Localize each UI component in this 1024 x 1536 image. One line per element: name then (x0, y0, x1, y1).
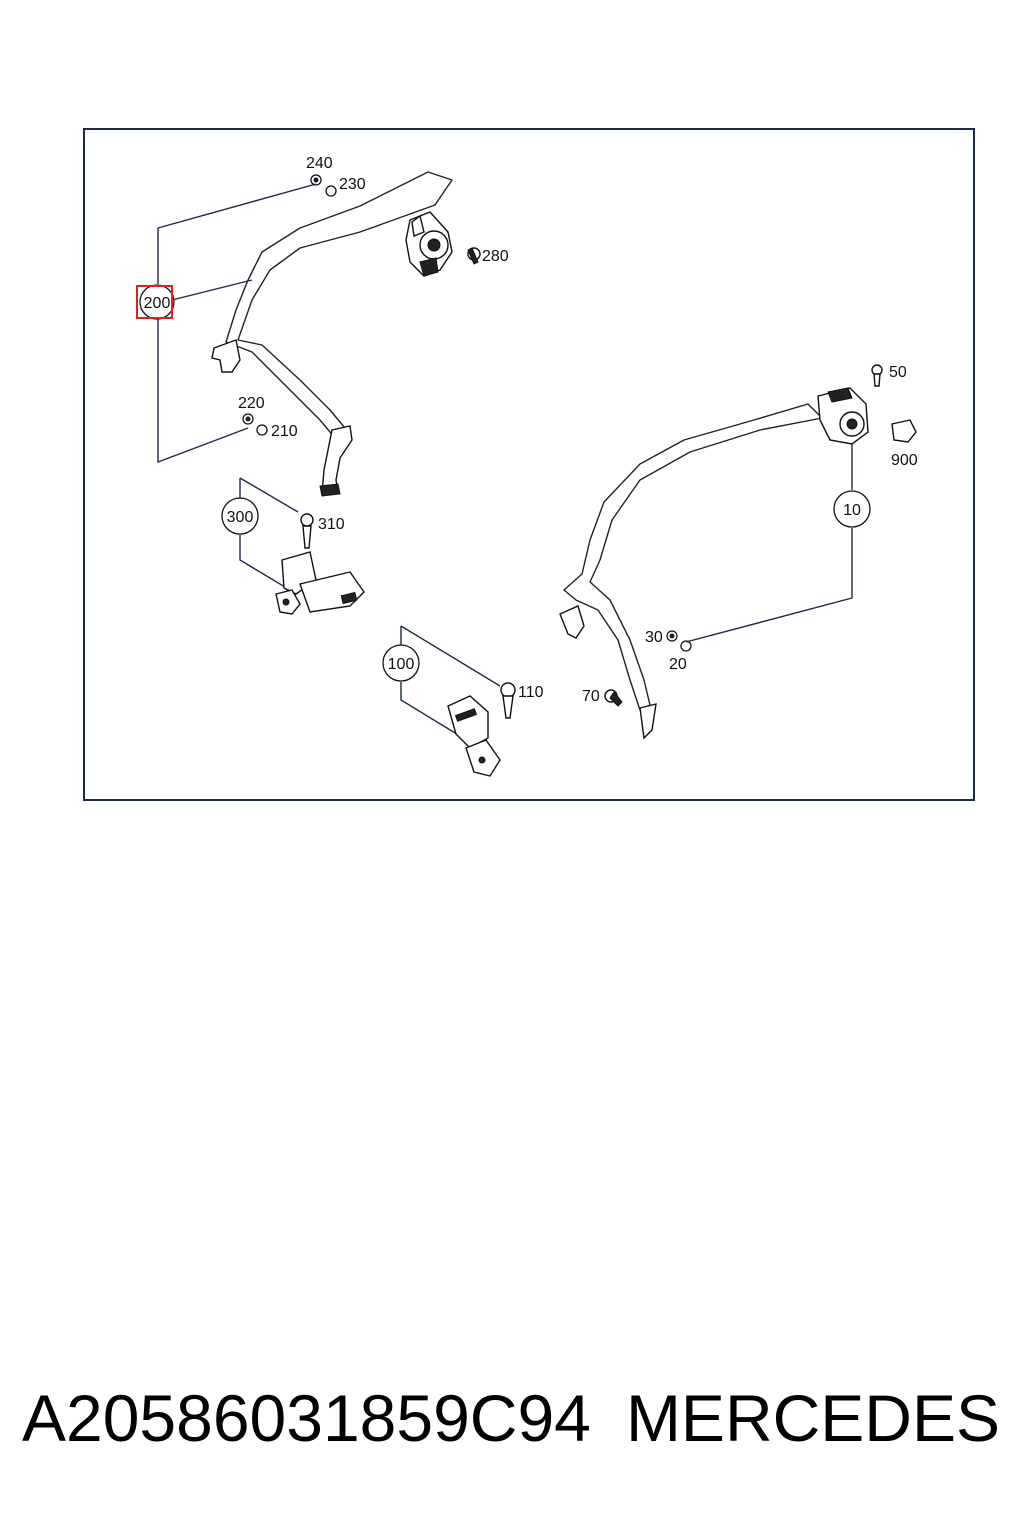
callout-100-label: 100 (388, 656, 415, 673)
right-seat-belt-assembly (559, 364, 917, 740)
label-900: 900 (891, 452, 918, 469)
right-lower-guide (559, 605, 585, 639)
part-number: A20586031859C94 (22, 1381, 591, 1455)
label-70: 70 (582, 688, 600, 705)
callout-300: 300 (221, 497, 259, 535)
right-belt-end (639, 703, 657, 740)
bolt-310 (300, 513, 314, 549)
label-50: 50 (889, 364, 907, 381)
bracket-10 (685, 444, 853, 643)
callout-300-label: 300 (227, 509, 254, 526)
connector-900 (891, 419, 917, 443)
label-230: 230 (339, 176, 366, 193)
label-220: 220 (238, 395, 265, 412)
bracket-100 (400, 625, 501, 737)
bolt-110 (500, 682, 516, 719)
buckle-100-body (447, 695, 489, 749)
bolt-50 (871, 364, 883, 387)
left-retractor (405, 211, 453, 277)
callout-200: 200 (136, 284, 175, 320)
label-280: 280 (482, 248, 509, 265)
left-seat-belt-assembly (157, 171, 481, 497)
callout-100: 100 (382, 644, 420, 682)
bolt-280 (467, 247, 481, 265)
bracket-200 (157, 183, 317, 464)
washer-230 (325, 185, 337, 197)
callout-10-label: 10 (843, 502, 861, 519)
washer-210 (256, 424, 268, 436)
label-210: 210 (271, 423, 298, 440)
brand-name: MERCEDES (625, 1381, 1000, 1455)
label-110: 110 (518, 684, 544, 701)
callout-10: 10 (833, 490, 871, 528)
right-belt-webbing (563, 403, 823, 711)
right-retractor (817, 387, 869, 445)
buckle-assembly-100 (400, 625, 516, 777)
label-20: 20 (669, 656, 687, 673)
highlight-box (136, 285, 173, 319)
buckle-assembly-300 (239, 477, 365, 615)
callout-200-label: 200 (144, 295, 171, 312)
label-240: 240 (306, 155, 333, 172)
bolt-70 (604, 689, 623, 707)
left-anchor-end (319, 483, 341, 497)
washer-20 (680, 640, 692, 652)
label-30: 30 (645, 629, 663, 646)
footer: A20586031859C94 MERCEDES (0, 1380, 1024, 1480)
label-310: 310 (318, 516, 345, 533)
diagram-frame (83, 128, 975, 801)
bracket-300 (239, 477, 299, 591)
left-d-ring (211, 339, 241, 373)
